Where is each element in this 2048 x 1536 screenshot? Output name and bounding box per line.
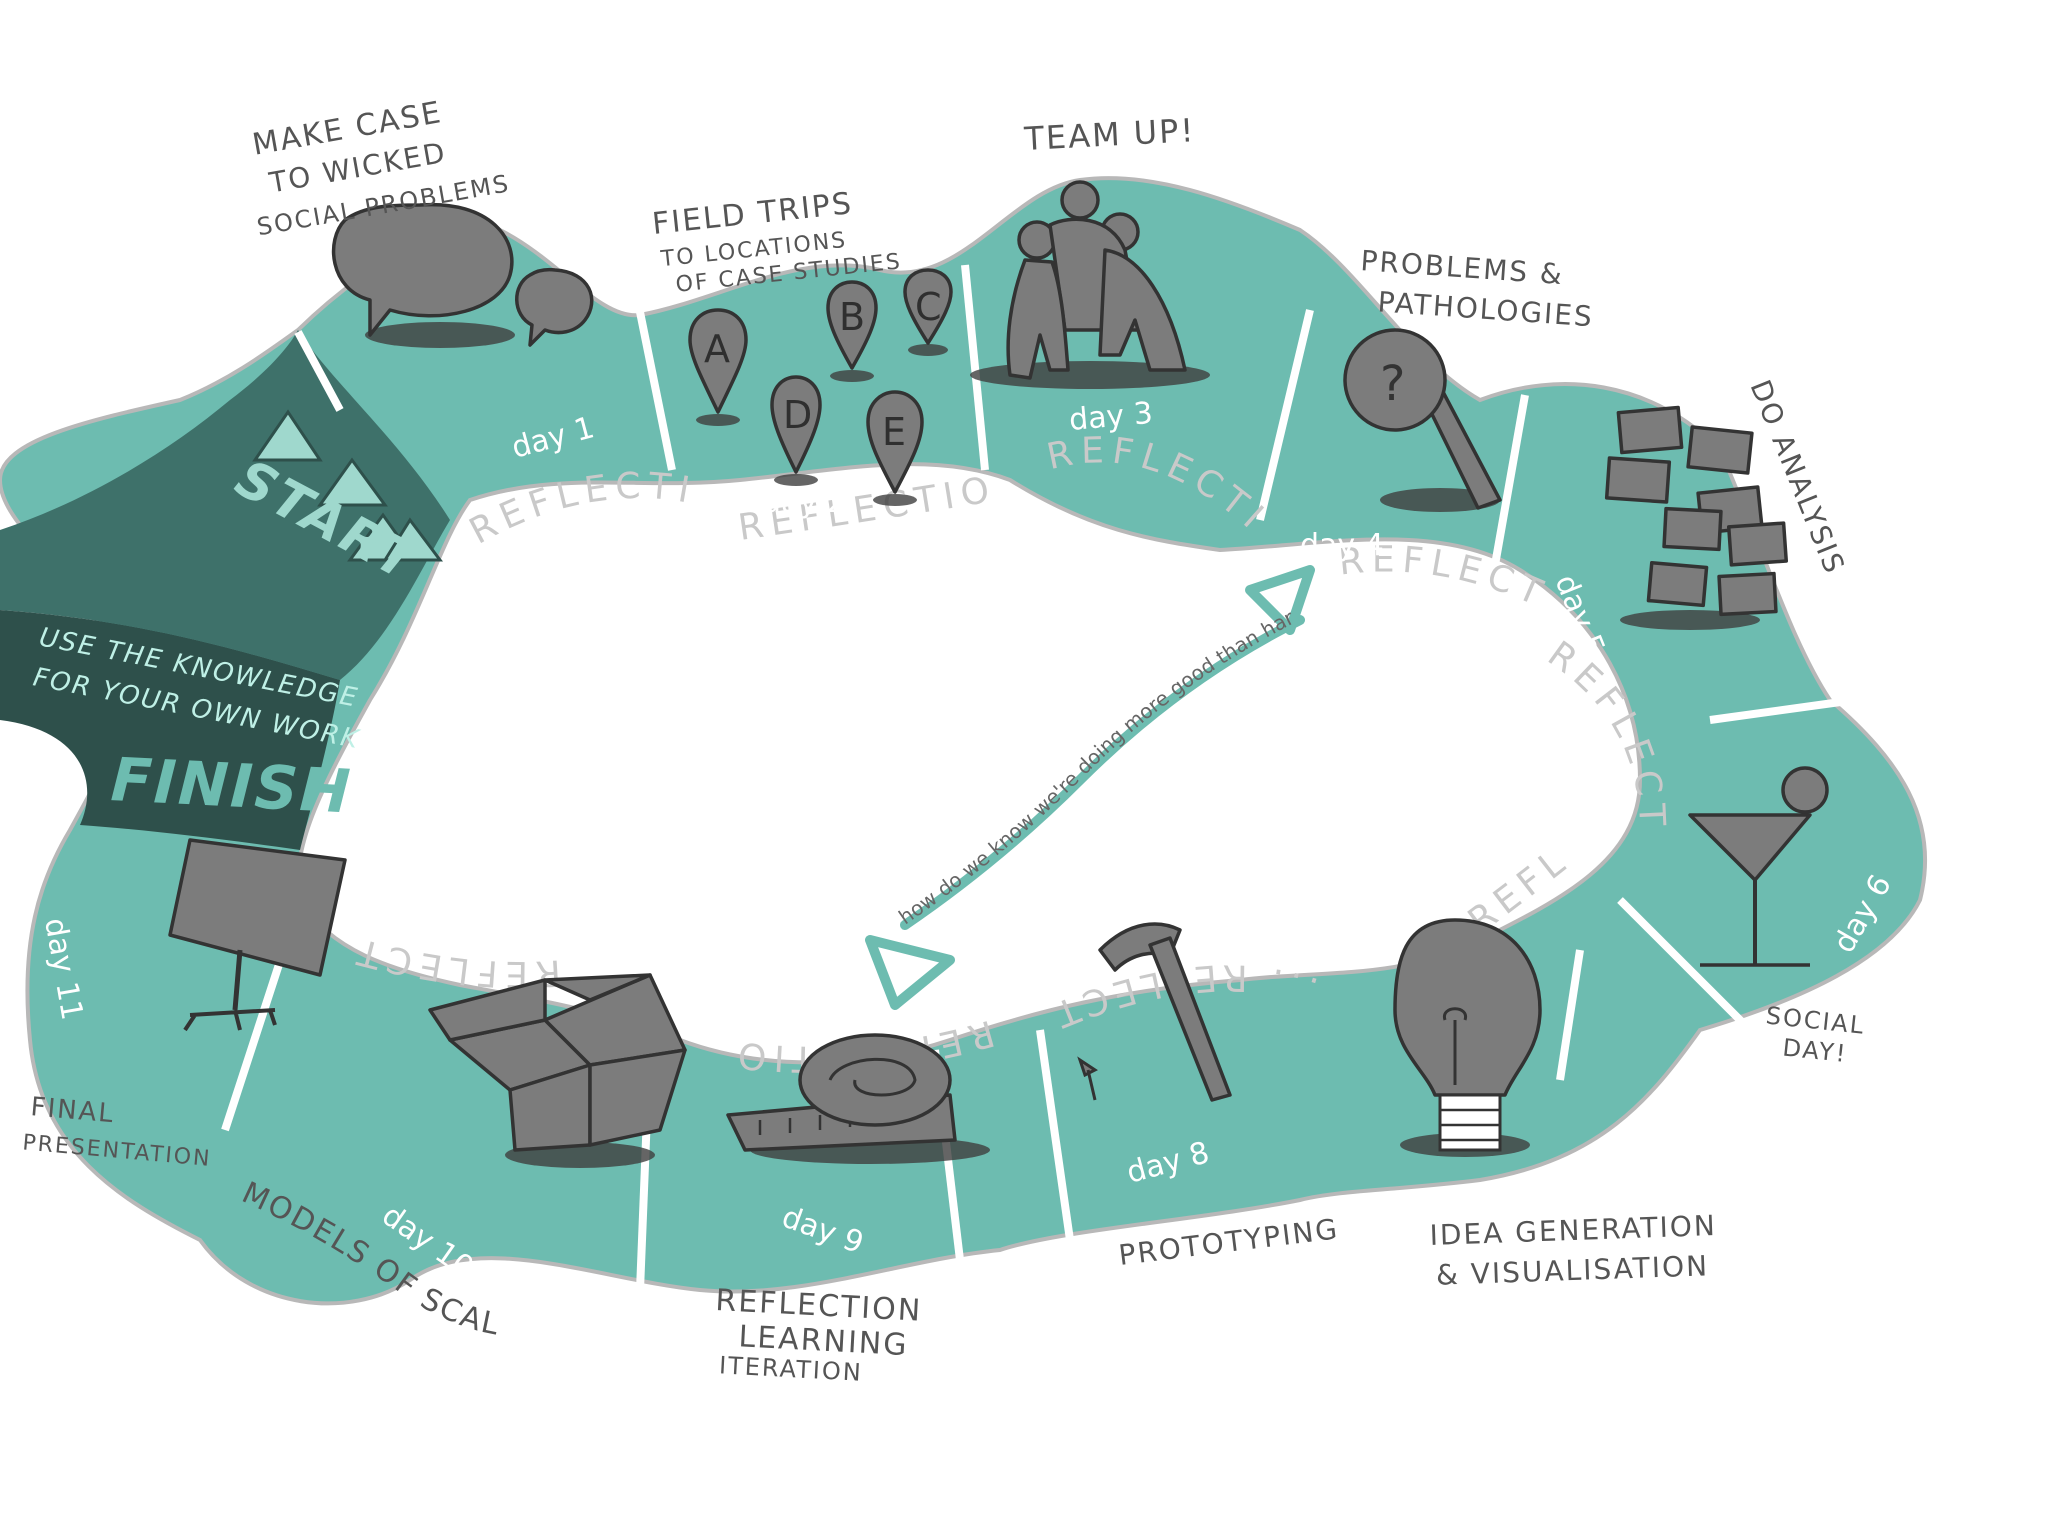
svg-text:C: C bbox=[915, 285, 942, 329]
svg-text:& VISUALISATION: & VISUALISATION bbox=[1435, 1249, 1709, 1292]
svg-text:PROBLEMS &: PROBLEMS & bbox=[1360, 244, 1565, 291]
light-bulb-icon bbox=[1393, 918, 1542, 1157]
cocktail-icon bbox=[1688, 766, 1829, 967]
map-pin-icon: C bbox=[903, 268, 953, 356]
day-label: day 3 bbox=[1068, 396, 1155, 438]
arrow-tail-icon bbox=[865, 935, 955, 1010]
warning-icon bbox=[317, 457, 388, 507]
svg-text:PATHOLOGIES: PATHOLOGIES bbox=[1377, 285, 1595, 333]
caption-day3: TEAM UP! bbox=[1022, 111, 1196, 158]
measuring-tape-icon bbox=[726, 1033, 990, 1164]
question-mark-icon: ? bbox=[1380, 356, 1405, 412]
sticky-notes-icon bbox=[1604, 405, 1789, 630]
caption-day6: SOCIAL DAY! bbox=[1764, 1002, 1866, 1069]
day-label: day 2 bbox=[762, 485, 846, 520]
map-pin-icon: A bbox=[688, 308, 748, 426]
svg-text:A: A bbox=[704, 327, 730, 371]
svg-text:IDEA GENERATION: IDEA GENERATION bbox=[1429, 1209, 1717, 1252]
svg-text:FINAL: FINAL bbox=[29, 1092, 116, 1129]
svg-text:SOCIAL: SOCIAL bbox=[1764, 1002, 1866, 1040]
magnifier-icon: ? bbox=[1343, 328, 1502, 512]
map-pin-icon: B bbox=[826, 280, 878, 382]
map-pin-icon: D bbox=[770, 375, 822, 486]
map-pin-icon: E bbox=[866, 390, 924, 506]
finish-segment bbox=[0, 610, 340, 850]
svg-text:DAY!: DAY! bbox=[1781, 1033, 1848, 1068]
day-label: day 4 bbox=[1300, 528, 1384, 563]
map-pins: A B C D E bbox=[688, 268, 953, 506]
warning-icon bbox=[382, 517, 443, 562]
warning-icon bbox=[252, 409, 323, 462]
speech-bubble-icon bbox=[331, 202, 594, 348]
team-people-icon bbox=[970, 180, 1210, 389]
open-box-icon bbox=[428, 973, 687, 1168]
caption-day9: REFLECTION LEARNING ITERATION bbox=[715, 1283, 923, 1387]
arrow-head-icon bbox=[1245, 565, 1315, 635]
caption-day7: IDEA GENERATION & VISUALISATION bbox=[1429, 1209, 1717, 1292]
svg-text:D: D bbox=[783, 393, 812, 437]
presentation-board-icon bbox=[168, 838, 347, 1032]
day-label: day 7 bbox=[1483, 1184, 1570, 1226]
hammer-icon bbox=[1077, 922, 1232, 1102]
svg-text:B: B bbox=[839, 295, 865, 339]
svg-text:E: E bbox=[882, 410, 906, 454]
start-segment bbox=[0, 330, 450, 680]
finish-label: FINISH bbox=[109, 745, 354, 828]
question-arrow-line bbox=[900, 615, 1305, 930]
